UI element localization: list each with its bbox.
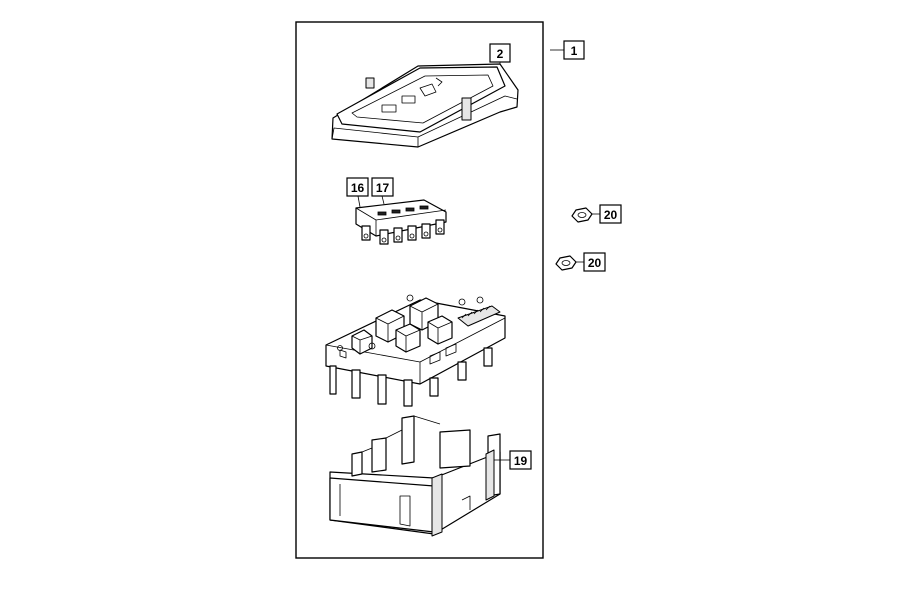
nut-upper	[571, 207, 593, 223]
assembly-frame	[295, 21, 544, 559]
nut-lower	[555, 255, 577, 271]
svg-text:20: 20	[604, 208, 618, 222]
svg-text:16: 16	[351, 181, 365, 195]
callout-20-upper[interactable]: 20	[599, 204, 622, 224]
svg-text:2: 2	[497, 47, 504, 61]
svg-text:19: 19	[514, 454, 528, 468]
callout-17[interactable]: 17	[371, 177, 394, 197]
svg-text:17: 17	[376, 181, 390, 195]
fuse-strip	[355, 199, 447, 245]
callout-19[interactable]: 19	[509, 450, 532, 470]
svg-text:1: 1	[571, 44, 578, 58]
callout-16[interactable]: 16	[346, 177, 369, 197]
power-distribution-center	[325, 294, 506, 407]
callout-2[interactable]: 2	[489, 43, 511, 63]
svg-text:20: 20	[588, 256, 602, 270]
callout-20-lower[interactable]: 20	[583, 252, 606, 272]
fuse-box-tray	[329, 415, 501, 537]
fuse-box-cover	[331, 63, 519, 148]
callout-1[interactable]: 1	[563, 40, 585, 60]
